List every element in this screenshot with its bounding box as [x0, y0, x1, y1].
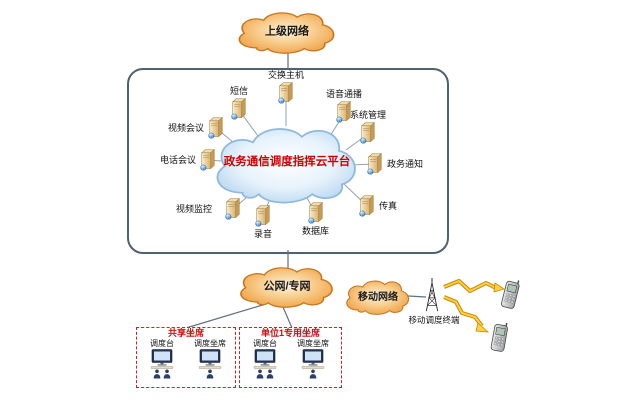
antenna-tower-icon: [421, 277, 443, 313]
station-label: 调度台: [253, 339, 277, 348]
operators: [206, 369, 214, 379]
node-label: 录音: [254, 229, 273, 239]
operators: [256, 369, 274, 379]
mobile-phone-icon: [490, 321, 511, 353]
seat-group-title: 单位1专用坐席: [260, 328, 320, 338]
node-telephone-conference: 电话会议: [160, 148, 217, 172]
person-icon: [266, 369, 274, 379]
person-icon: [153, 369, 161, 379]
station-label: 调度台: [150, 339, 174, 348]
node-label: 交换主机: [268, 70, 305, 80]
node-database: 数据库: [302, 201, 329, 236]
node-label: 短信: [230, 86, 249, 96]
seat-group-title: 共享坐席: [167, 328, 204, 338]
workstation-icon: [149, 349, 175, 369]
upper-network-cloud: 上级网络: [226, 8, 348, 54]
platform-title: 政务通信调度指挥云平台: [223, 156, 351, 169]
node-label: 语音通播: [326, 89, 363, 99]
operators: [309, 369, 317, 379]
server-icon: [277, 81, 295, 105]
node-recording: 录音: [254, 204, 272, 239]
node-video-conference: 视频会议: [168, 116, 225, 140]
server-icon: [366, 152, 384, 176]
node-label: 数据库: [302, 226, 330, 236]
server-icon: [307, 201, 325, 225]
node-voice-broadcast: 语音通播: [326, 89, 362, 124]
server-icon: [358, 194, 376, 218]
server-icon: [359, 121, 377, 145]
station-label: 调度坐席: [194, 339, 226, 348]
node-label: 系统管理: [350, 110, 387, 120]
station-label: 调度坐席: [297, 339, 329, 348]
dispatch-console-station: 调度台: [242, 339, 288, 379]
node-fax: 传真: [358, 194, 397, 218]
node-label: 传真: [379, 200, 398, 211]
workstation-icon: [197, 349, 223, 369]
node-label: 政务通知: [387, 158, 424, 169]
operators: [153, 369, 171, 379]
person-icon: [256, 369, 264, 379]
dispatch-console-station: 调度台: [139, 339, 185, 379]
seat-group-shared: 共享坐席 调度台 调度坐席: [136, 327, 236, 388]
server-icon: [254, 204, 272, 228]
person-icon: [163, 369, 171, 379]
public-network-cloud: 公网/专网: [228, 263, 346, 308]
node-exchange-host: 交换主机: [268, 70, 304, 105]
workstation-icon: [252, 349, 278, 369]
node-system-management: 系统管理: [350, 110, 386, 145]
server-icon: [207, 116, 225, 140]
dispatch-seat-station: 调度坐席: [290, 339, 336, 379]
node-sms: 短信: [230, 86, 248, 121]
person-icon: [309, 369, 317, 379]
server-icon: [224, 197, 242, 221]
node-video-surveillance: 视频监控: [176, 197, 242, 221]
lightning-bolt: [443, 279, 505, 293]
platform-cloud: 政务通信调度指挥云平台: [198, 120, 376, 204]
node-label: 视频会议: [168, 122, 205, 133]
mobile-phone-icon: [500, 278, 523, 311]
seat-group-unit1: 单位1专用坐席 调度台 调度坐席: [239, 327, 342, 388]
person-icon: [206, 369, 214, 379]
server-icon: [230, 97, 248, 121]
workstation-icon: [300, 349, 326, 369]
node-label: 视频监控: [176, 203, 213, 214]
node-label: 电话会议: [160, 154, 197, 165]
mobile-network-label: 移动网络: [358, 292, 398, 304]
mobile-network-cloud: 移动网络: [338, 277, 418, 315]
node-government-notice: 政务通知: [366, 152, 423, 176]
server-icon: [199, 148, 217, 172]
upper-network-label: 上级网络: [265, 25, 309, 38]
mobile-terminal-label: 移动调度终端: [408, 315, 460, 325]
dispatch-seat-station: 调度坐席: [187, 339, 233, 379]
public-network-label: 公网/专网: [263, 280, 311, 293]
